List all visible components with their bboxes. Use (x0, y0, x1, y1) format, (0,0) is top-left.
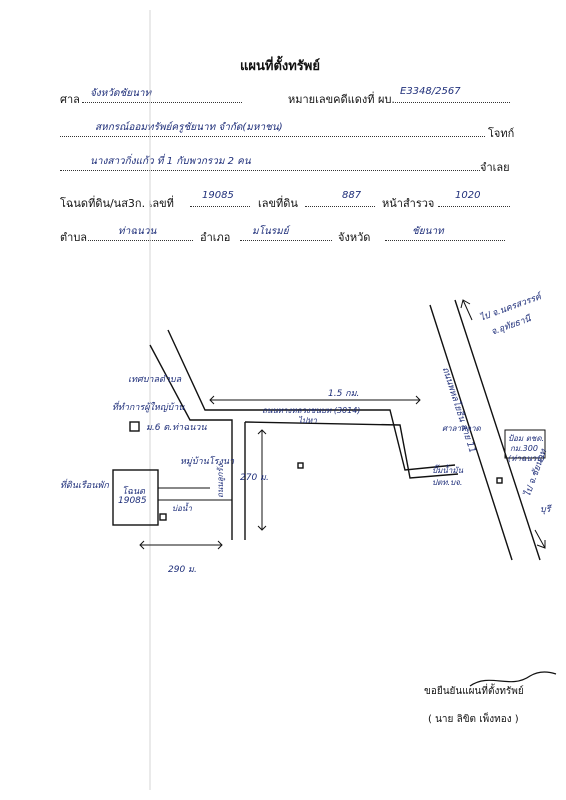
village-office-label: ที่ทำการผู้ใหญ่บ้าน (112, 403, 185, 413)
province-label: จังหวัด (338, 231, 371, 244)
police-sub-label: กม.300 (510, 444, 538, 453)
survey-label: หน้าสำรวจ (382, 197, 435, 210)
defendant-label: จำเลย (480, 161, 510, 174)
dist-bottom-label: 290 ม. (168, 565, 197, 575)
plaintiff-label: โจทก์ (488, 127, 515, 140)
station-sub-label: ปตท.บจ. (432, 478, 463, 487)
province-dots (385, 240, 505, 241)
parcel-deed-label: โฉนด (122, 487, 145, 497)
land-no-label: เลขที่ดิน (258, 197, 298, 210)
deed-value: 19085 (202, 190, 234, 201)
deed-dots (190, 206, 250, 207)
land-no-dots (305, 206, 375, 207)
to-chainat2-label: บุรี (540, 505, 551, 515)
road-name-label: ถนนทางหลวงชนบท (3014) (262, 406, 361, 415)
court-dots (82, 102, 242, 103)
distance-top-label: 1.5 กม. (328, 389, 360, 399)
certify-text: ขอยืนยันแผนที่ตั้งทรัพย์ (424, 686, 524, 697)
plaintiff-value: สหกรณ์ออมทรัพย์ครูชัยนาท จำกัด(มหาชน) (95, 122, 283, 133)
province-value: ชัยนาท (412, 226, 444, 237)
subdistrict-label: ตำบล (60, 231, 88, 244)
market-label: ศาลาตลาด (442, 424, 481, 433)
road-sub-label: ไปหา (298, 416, 317, 425)
house-road-label: หมู่บ้านโรงนา (180, 457, 235, 467)
police-label: ป้อม ตชด. (508, 434, 545, 443)
hospital-label: เทศบาลตำบล (128, 375, 182, 385)
deed-label: โฉนดที่ดิน/นส3ก. เลขที่ (60, 197, 174, 210)
district-label: อำเภอ (200, 231, 231, 244)
subdistrict-dots (88, 240, 193, 241)
case-dots (395, 102, 510, 103)
station-label: ปั๊มน้ำมัน (432, 466, 464, 475)
survey-dots (438, 206, 510, 207)
defendant-value: นางสาวกิ่งแก้ว ที่ 1 กับพวกรวม 2 คน (90, 156, 251, 167)
district-dots (240, 240, 332, 241)
plaintiff-dots (60, 136, 485, 137)
defendant-dots (60, 170, 480, 171)
water-label: บ่อน้ำ (172, 504, 192, 513)
case-label: หมายเลขคดีแดงที่ ผบ. (288, 93, 395, 106)
subdistrict-value: ท่าฉนวน (118, 226, 157, 237)
parcel-no-label: 19085 (118, 496, 147, 506)
parcel-owner-label: ที่ดินเรือนพัก (60, 481, 109, 491)
land-no-value: 887 (342, 190, 362, 201)
court-value: จังหวัดชัยนาท (90, 88, 152, 99)
village-moo-label: ม.6 ต.ท่าฉนวน (146, 423, 207, 433)
police-sub2-label: (ท่าฉนวน) (508, 454, 545, 463)
district-value: มโนรมย์ (252, 226, 289, 237)
court-label: ศาล (60, 93, 80, 106)
dist-vertical-label: 270 ม. (240, 473, 269, 483)
survey-value: 1020 (455, 190, 481, 201)
page-title: แผนที่ตั้งทรัพย์ (240, 59, 320, 74)
case-value: E3348/2567 (400, 86, 461, 97)
signer-name: ( นาย ลิขิต เพ็งทอง ) (428, 714, 519, 725)
